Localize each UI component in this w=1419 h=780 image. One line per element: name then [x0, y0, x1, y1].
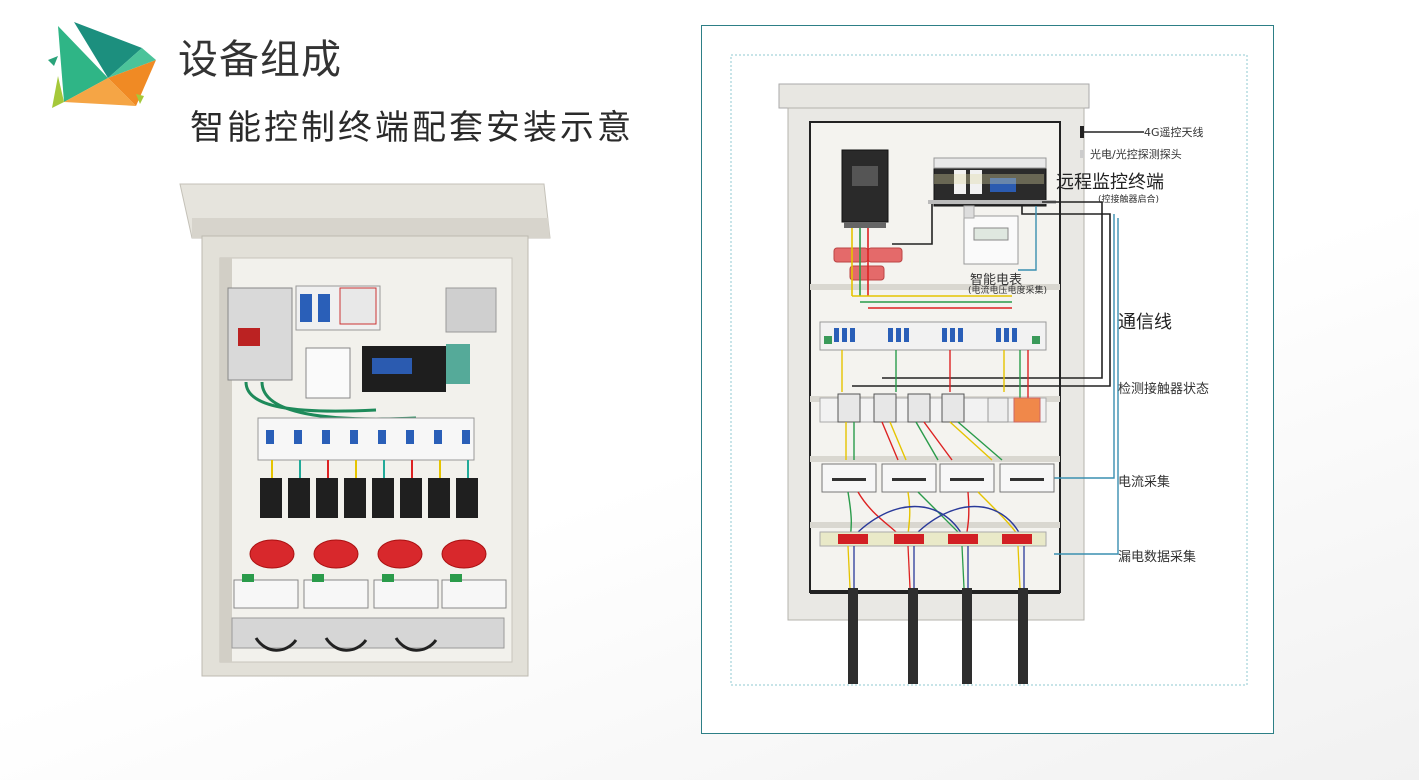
logo-icon	[48, 22, 156, 108]
terminal-label: 远程监控终端	[1056, 172, 1164, 193]
comm-line-label: 通信线	[1118, 312, 1172, 333]
meter-note: (电流电压电度采集)	[968, 286, 1048, 296]
page-subtitle: 智能控制终端配套安装示意	[190, 108, 634, 148]
current-collect-label: 电流采集	[1118, 475, 1171, 490]
page-title: 设备组成	[178, 37, 342, 83]
probe-label: 光电/光控探测探头	[1090, 148, 1182, 161]
meter-label: 智能电表	[970, 273, 1023, 288]
schematic-panel: 4G遥控天线 光电/光控探测探头 远程监控终端 (控接触器启合) 智能电表 (电…	[701, 25, 1274, 734]
terminal-note: (控接触器启合)	[1098, 195, 1160, 205]
contactor-state-label: 检测接触器状态	[1118, 382, 1210, 397]
antenna-label: 4G遥控天线	[1144, 126, 1204, 139]
cabinet-photo	[179, 183, 551, 677]
cabinet-schematic	[730, 54, 1248, 686]
leakage-collect-label: 漏电数据采集	[1118, 550, 1197, 565]
